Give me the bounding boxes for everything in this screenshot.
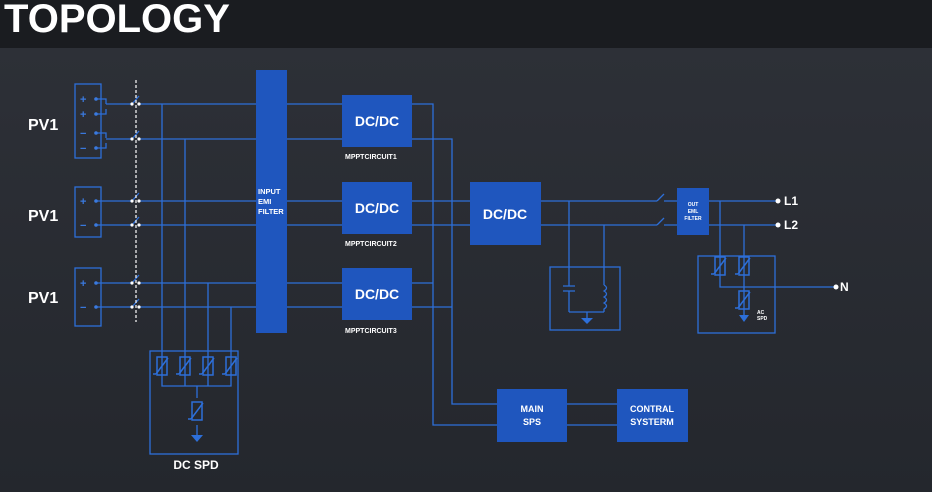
mppt-label-2: DC/DC	[355, 200, 399, 216]
terminal-minus: −	[80, 302, 86, 314]
svg-text:EML: EML	[688, 209, 699, 215]
dc-spd-label: DC SPD	[173, 458, 219, 472]
svg-text:FILTER: FILTER	[258, 207, 284, 216]
pv-terminal-signs: + + − − + − + −	[80, 94, 86, 314]
mppt-label-1: DC/DC	[355, 113, 399, 129]
svg-text:SPS: SPS	[523, 417, 541, 427]
mppt-caption-3: MPPTCIRCUIT3	[345, 328, 397, 335]
output-filter-label: OUT EML FILTER	[684, 202, 702, 222]
svg-text:MAIN: MAIN	[521, 404, 544, 414]
mppt-block-3	[342, 268, 412, 320]
input-emi-filter-label: INPUT EMI FILTER	[258, 187, 284, 216]
terminal-plus: +	[80, 196, 86, 208]
control-system-block	[617, 389, 688, 442]
output-filter-block	[677, 188, 709, 235]
terminal-minus: −	[80, 220, 86, 232]
pv-terminal-markers	[94, 97, 98, 309]
output-l2: L2	[784, 218, 798, 232]
dc-link-ground-icon	[581, 318, 593, 324]
pv-label-2: PV1	[28, 208, 58, 225]
svg-text:OUT: OUT	[688, 202, 699, 208]
svg-text:INPUT: INPUT	[258, 187, 281, 196]
mppt-block-1	[342, 95, 412, 147]
breaker-dots	[130, 102, 839, 309]
terminal-minus: −	[80, 143, 86, 155]
mppt-block-labels: DC/DC DC/DC DC/DC	[355, 113, 399, 302]
terminal-minus: −	[80, 128, 86, 140]
mppt-caption-1: MPPTCIRCUIT1	[345, 154, 397, 161]
pv-labels: PV1 PV1 PV1	[28, 117, 58, 307]
output-l1: L1	[784, 194, 798, 208]
dc-spd-varistors	[152, 356, 238, 421]
svg-text:SPD: SPD	[757, 316, 768, 322]
inverter-label: DC/DC	[483, 206, 527, 222]
svg-text:AC: AC	[757, 310, 765, 316]
terminal-plus: +	[80, 109, 86, 121]
terminal-plus: +	[80, 278, 86, 290]
svg-text:EMI: EMI	[258, 197, 271, 206]
diagram-background	[0, 48, 932, 492]
mppt-caption-2: MPPTCIRCUIT2	[345, 241, 397, 248]
control-system-label: CONTRAL SYSTERM	[630, 404, 674, 427]
pv-label-1: PV1	[28, 117, 58, 134]
terminal-plus: +	[80, 94, 86, 106]
inverter-block	[470, 182, 541, 245]
output-labels: L1 L2 N	[784, 194, 849, 294]
svg-text:FILTER: FILTER	[684, 216, 702, 222]
ac-spd-ground-icon	[739, 315, 749, 322]
svg-text:SYSTERM: SYSTERM	[630, 417, 674, 427]
header-bar	[0, 0, 932, 48]
main-sps-label: MAIN SPS	[521, 404, 544, 427]
svg-text:CONTRAL: CONTRAL	[630, 404, 674, 414]
pv-label-3: PV1	[28, 290, 58, 307]
dc-spd-ground-icon	[191, 435, 203, 442]
page-title: TOPOLOGY	[4, 0, 230, 41]
output-n: N	[840, 280, 849, 294]
wiring	[74, 83, 836, 455]
mppt-block-2	[342, 182, 412, 234]
ac-spd-label: AC SPD	[757, 310, 768, 322]
main-sps-block	[497, 389, 567, 442]
mppt-label-3: DC/DC	[355, 286, 399, 302]
mppt-captions: MPPTCIRCUIT1 MPPTCIRCUIT2 MPPTCIRCUIT3	[345, 154, 397, 335]
input-emi-filter-block	[256, 70, 287, 333]
